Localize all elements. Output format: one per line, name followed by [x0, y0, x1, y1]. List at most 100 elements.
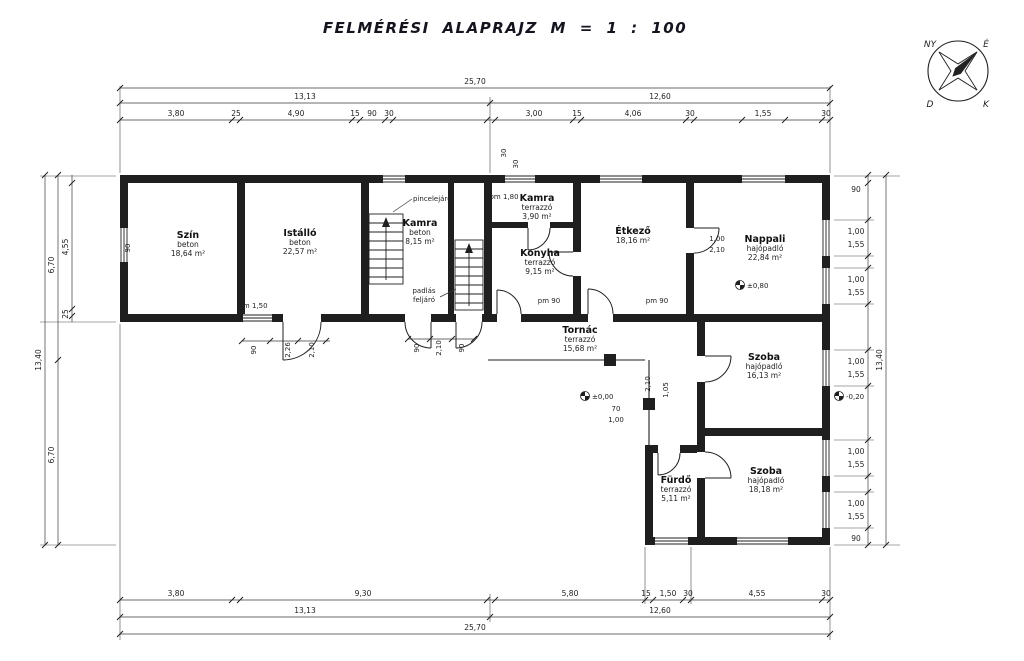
door-swing	[657, 452, 681, 476]
dimension-label: 3,00	[526, 109, 543, 118]
compass-north-label: É	[983, 38, 989, 50]
dimension-tick	[54, 171, 62, 179]
dimension-tick	[491, 116, 499, 124]
dimension-tick	[864, 252, 872, 260]
dimension-label: 3,80	[168, 109, 185, 118]
dimension-tick	[826, 99, 834, 107]
annotation-label: 1,05	[662, 382, 670, 398]
leader-line	[439, 288, 457, 298]
dimension-label: 15	[350, 109, 360, 118]
dimension-chain: 25,70	[116, 623, 834, 638]
dimension-tick	[781, 116, 789, 124]
door-opening	[686, 228, 694, 253]
dimension-label: 1,00	[848, 227, 865, 236]
wall-segment	[705, 428, 822, 436]
dimension-tick	[569, 116, 577, 124]
dimension-tick	[864, 524, 872, 532]
dimension-tick	[649, 596, 657, 604]
room-name: Konyha	[520, 248, 560, 259]
compass-rose: NY É D K	[924, 38, 990, 110]
wall-segment	[484, 183, 492, 314]
dimension-tick	[882, 541, 890, 549]
dimension-label: 15	[572, 109, 582, 118]
dimension-label: 1,55	[848, 288, 865, 297]
door-swing	[282, 321, 322, 361]
elevation-mark: ±0,00	[580, 391, 613, 401]
dimension-tick	[864, 541, 872, 549]
room-name: Kamra	[520, 193, 555, 204]
dimension-tick	[116, 84, 124, 92]
room-name: Kamra	[403, 218, 438, 229]
dimension-chain	[404, 335, 478, 343]
dimension-label: 30	[685, 109, 695, 118]
dimension-tick	[864, 346, 872, 354]
dimension-label: 15	[641, 589, 651, 598]
dimension-tick	[54, 541, 62, 549]
dimension-tick	[690, 116, 698, 124]
room-name: Istálló	[283, 228, 317, 239]
dimension-tick	[864, 488, 872, 496]
dimension-label: 90	[851, 185, 861, 194]
wall-segment	[573, 183, 581, 314]
annotation-label: 1,00	[709, 235, 725, 243]
room-area: 9,15 m²	[525, 267, 554, 276]
annotation-label: pm 90	[538, 297, 560, 305]
dimension-label: 13,13	[294, 92, 316, 101]
elevation-mark: ±0,80	[735, 280, 768, 290]
dimension-tick	[577, 116, 585, 124]
dimension-label: 4,90	[288, 109, 305, 118]
dimension-label: 9,30	[355, 589, 372, 598]
elevation-label: ±0,80	[747, 282, 768, 290]
dimension-tick	[818, 116, 826, 124]
dimension-label: 13,40	[34, 349, 43, 371]
dimension-tick	[389, 116, 397, 124]
door-swing	[587, 288, 614, 315]
dimension-label: 1,00	[848, 499, 865, 508]
dimension-label: 12,60	[649, 606, 671, 615]
dimension-tick	[266, 337, 274, 345]
stair-direction-arrow	[465, 243, 473, 253]
dimension-tick	[294, 337, 302, 345]
dimension-tick	[448, 335, 456, 343]
dimension-tick	[882, 171, 890, 179]
annotation-label: 2,26	[284, 342, 292, 358]
dimension-tick	[826, 84, 834, 92]
dimension-label: 12,60	[649, 92, 671, 101]
room-name: Tornác	[562, 325, 597, 336]
room-name: Étkező	[615, 225, 651, 237]
room-floor-material: terrazzó	[522, 203, 553, 212]
building-walls-group	[120, 175, 830, 545]
room-floor-material: hajópadló	[747, 244, 784, 253]
dimension-tick	[483, 116, 491, 124]
annotation-label: 1,00	[608, 416, 624, 424]
dimension-tick	[864, 264, 872, 272]
annotation-label: pm 90	[646, 297, 668, 305]
dimension-chain: 6,706,70	[47, 171, 62, 549]
dimension-tick	[826, 596, 834, 604]
room-area: 18,64 m²	[171, 249, 205, 258]
annotation-label: 90	[413, 344, 421, 353]
dimension-tick	[228, 596, 236, 604]
dimension-tick	[470, 335, 478, 343]
door-opening	[697, 356, 705, 382]
door-opening	[658, 445, 680, 453]
dimension-label: 6,70	[47, 256, 56, 273]
room-name: Fürdő	[661, 475, 692, 486]
dimension-tick	[228, 116, 236, 124]
elevation-mark: -0,20	[834, 391, 864, 401]
elevation-marks-group: ±0,80 ±0,00 -0,20	[580, 280, 864, 401]
dimension-label: 1,00	[848, 275, 865, 284]
room-floor-material: beton	[177, 240, 199, 249]
dimension-tick	[116, 630, 124, 638]
dimension-tick	[864, 382, 872, 390]
dimension-tick	[738, 116, 746, 124]
annotation-label: 2,10	[435, 340, 443, 356]
